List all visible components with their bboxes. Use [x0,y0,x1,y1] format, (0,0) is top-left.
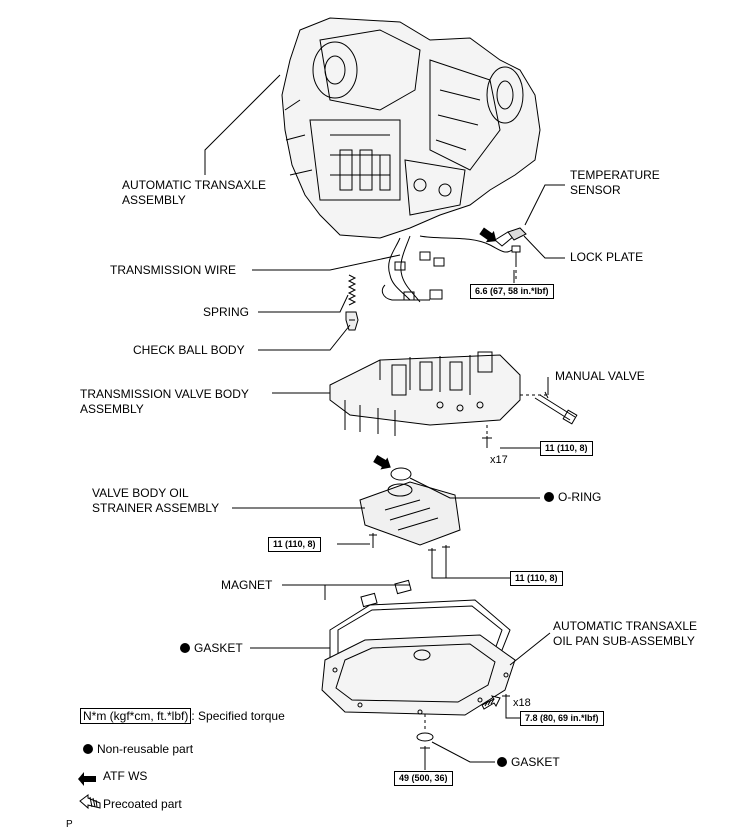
label-automatic-transaxle-oil-pan: AUTOMATIC TRANSAXLE OIL PAN SUB-ASSEMBLY [553,619,698,648]
leader-magnet [282,584,410,600]
label-drain-gasket: GASKET [497,755,560,770]
label-o-ring: O-RING [544,490,601,505]
legend-atf-ws: ATF WS [103,769,148,783]
non-reusable-dot-icon [544,492,554,502]
label-transmission-valve-body-assembly: TRANSMISSION VALVE BODY ASSEMBLY [80,387,249,416]
strainer-drawing [359,481,461,546]
leader-transaxle [204,74,281,175]
label-lock-plate: LOCK PLATE [570,250,644,264]
precoated-arrow-icon [481,695,501,710]
legend-non-reusable: Non-reusable part [83,742,193,757]
label-automatic-transaxle-assembly: AUTOMATIC TRANSAXLE ASSEMBLY [122,178,267,207]
label-pan-gasket: GASKET [180,641,243,656]
leader-oil-pan [509,632,551,666]
valve-body-drawing [329,351,521,436]
legend-torque-unit-box: N*m (kgf*cm, ft.*lbf) [80,708,192,724]
o-ring-drawing [390,467,412,481]
transaxle-assembly-drawing [281,17,541,239]
legend-atf-arrow-icon [78,772,96,786]
leader-check-ball [258,324,351,351]
legend-dot-icon [83,744,93,754]
leader-torque-strainer-right [431,565,510,579]
legend-precoated-arrow-icon [79,794,101,810]
drain-gasket-drawing [416,732,434,742]
temperature-sensor-drawing [494,227,527,264]
count-oil-pan-bolts: x18 [513,697,531,709]
torque-oil-pan-bolts: 7.8 (80, 69 in.*lbf) [520,711,604,726]
transmission-wire-drawing [381,235,513,303]
leader-torque-oil-pan [505,706,520,719]
torque-drain-plug: 49 (500, 36) [394,771,453,786]
torque-strainer-bolt-left: 11 (110, 8) [268,537,321,552]
magnet-drawing-1 [394,579,412,595]
label-spring: SPRING [203,305,250,319]
manual-valve-drawing [534,391,578,425]
drain-plug-drawing [420,746,430,760]
label-magnet: MAGNET [221,578,273,592]
leader-o-ring [409,477,540,499]
label-temperature-sensor: TEMPERATURE SENSOR [570,168,660,197]
count-valve-body-bolts: x17 [490,454,508,466]
spring-drawing [347,274,357,306]
valve-body-bolt-drawing [482,436,492,448]
non-reusable-dot-icon [497,757,507,767]
label-manual-valve: MANUAL VALVE [555,369,645,383]
torque-strainer-bolts-right: 11 (110, 8) [510,571,563,586]
non-reusable-dot-icon [180,643,190,653]
leader-wire [252,254,401,271]
torque-valve-body-bolts: 11 (110, 8) [540,441,593,456]
atf-arrow-icon [479,227,497,243]
leader-drain-gasket [431,741,495,763]
torque-temp-sensor-bolt: 6.6 (67, 58 in.*lbf) [470,284,554,299]
leader-lock-plate [523,235,565,259]
leader-temp-sensor [524,184,565,226]
legend-precoated: Precoated part [103,797,182,811]
leader-spring [258,294,349,313]
legend-specified-torque: N*m (kgf*cm, ft.*lbf): Specified torque [80,708,285,724]
atf-arrow-icon [373,455,391,470]
legend-torque-text: : Specified torque [191,709,285,723]
label-transmission-wire: TRANSMISSION WIRE [110,263,237,277]
oil-pan-drawing [321,634,516,716]
footer-code: P [66,819,73,830]
label-valve-body-oil-strainer-assembly: VALVE BODY OIL STRAINER ASSEMBLY [92,486,220,515]
label-check-ball-body: CHECK BALL BODY [133,343,245,357]
